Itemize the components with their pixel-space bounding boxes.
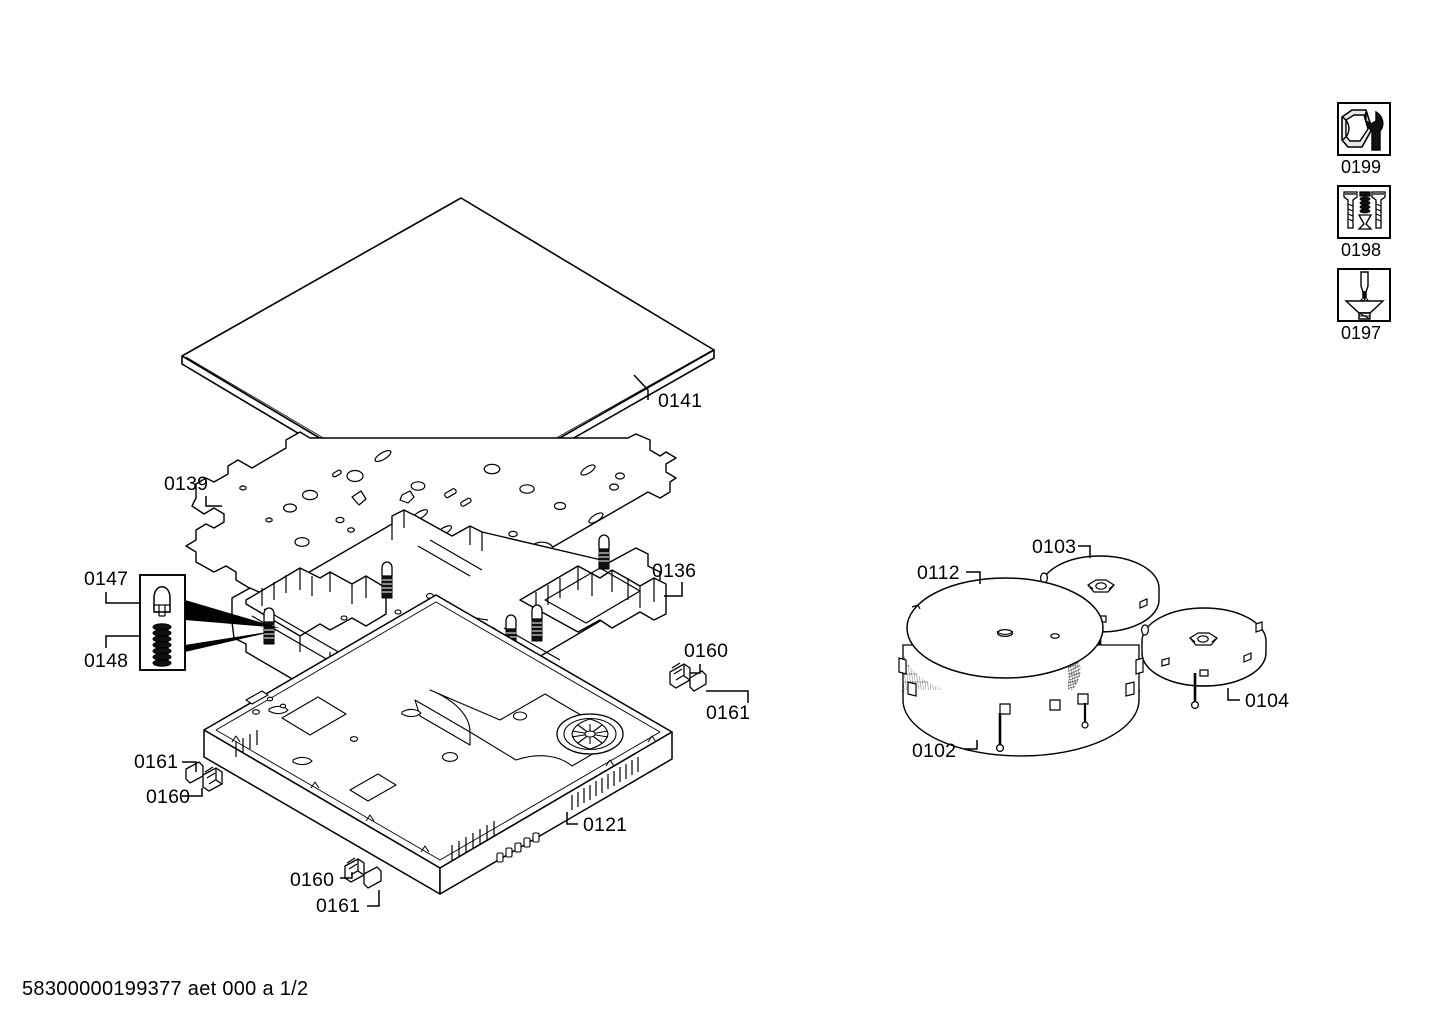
callout-0160-tr: 0160 [684, 640, 728, 662]
callout-0161-b: 0161 [316, 895, 360, 917]
part-coil-assembly-0112-0102 [898, 577, 1144, 757]
leader-lines [105, 374, 1240, 907]
callout-labels: 0141 0139 0147 0148 0136 0160 0161 0161 … [84, 390, 1289, 917]
callout-0147: 0147 [84, 568, 128, 590]
callout-0121: 0121 [583, 814, 627, 836]
callout-0104: 0104 [1245, 690, 1289, 712]
part-clip-0161-b [363, 866, 382, 889]
legend-item-0199: 0199 [1337, 102, 1391, 177]
part-base-pan-0121 [203, 594, 673, 895]
legend-panel: 0199 [1337, 102, 1391, 343]
detail-inset-box [139, 574, 280, 671]
part-clip-0160-l [202, 766, 223, 792]
part-spring-0148 [152, 623, 172, 667]
clip-pair-top-right [669, 662, 707, 692]
callout-0141: 0141 [658, 390, 702, 412]
legend-item-0197: 0197 [1337, 268, 1391, 343]
footer-document-id: 58300000199377 aet 000 a 1/2 [22, 978, 309, 1000]
callout-0161-tr: 0161 [706, 702, 750, 724]
screws-icon [1343, 191, 1386, 230]
part-clip-0161-tr [689, 670, 707, 692]
callout-0102: 0102 [912, 740, 956, 762]
legend-number-0197: 0197 [1341, 323, 1381, 343]
callout-0160-l: 0160 [146, 786, 190, 808]
vent-slots [235, 730, 639, 860]
legend-number-0198: 0198 [1341, 240, 1381, 260]
clip-pair-left [185, 761, 223, 792]
callout-0161-l: 0161 [134, 751, 178, 773]
part-pin-0147 [153, 586, 171, 617]
legend-item-0198: 0198 [1337, 185, 1391, 260]
part-disc-cover-0112 [906, 577, 1104, 679]
callout-0148: 0148 [84, 650, 128, 672]
clip-pair-bottom [344, 857, 382, 889]
fan-grille-icon [556, 713, 624, 755]
legend-number-0199: 0199 [1341, 157, 1381, 177]
callout-0103: 0103 [1032, 536, 1076, 558]
part-coil-0104 [1140, 607, 1267, 710]
screwdriver-screw-icon [1344, 271, 1385, 320]
callout-0160-b: 0160 [290, 869, 334, 891]
callout-0112: 0112 [917, 562, 960, 584]
wrench-nut-icon [1341, 109, 1384, 151]
callout-0136: 0136 [652, 560, 696, 582]
callout-0139: 0139 [164, 473, 208, 495]
